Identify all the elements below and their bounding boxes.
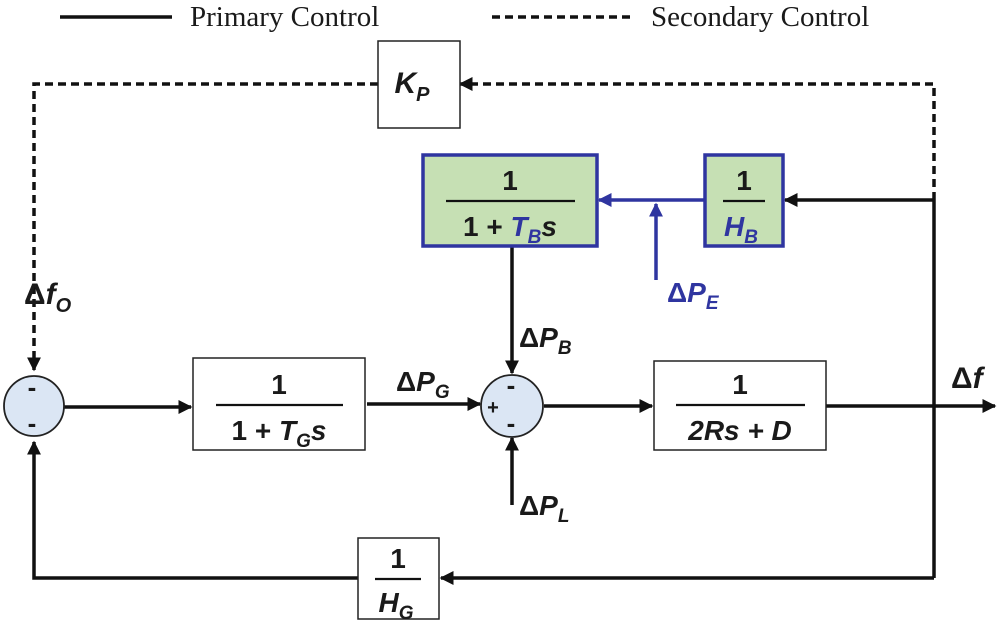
mid-sum-bottom-sign: - [507,408,516,438]
mid-sum-circle [480,374,544,438]
left-summing-junction: - - [3,372,65,438]
governor-numerator: 1 [271,369,287,400]
legend-primary-label: Primary Control [190,1,379,33]
secondary-feedback-line [458,77,936,200]
hb-denominator: HB [724,211,758,248]
hg-numerator: 1 [390,543,406,574]
hg-denominator: HG [378,587,413,624]
forward-path [64,397,997,414]
mid-summing-junction: - + - [480,370,544,438]
governor-block: 1 1 + TGs [192,357,366,452]
secondary-control-path [27,77,936,372]
feedback-paths [27,193,936,585]
left-sum-circle [3,375,65,437]
signal-delta-p-g: ΔPG [396,366,450,403]
hb-numerator: 1 [736,165,752,196]
mid-sum-left-sign: + [487,397,499,419]
system-block: 1 2Rs + D [653,360,827,451]
battery-numerator: 1 [502,165,518,196]
governor-denominator: 1 + TGs [232,415,327,452]
kp-block: KP [377,40,461,129]
signal-delta-f-o: ΔfO [24,278,72,317]
system-denominator: 2Rs + D [687,415,792,446]
legend: Primary Control Secondary Control [60,1,869,33]
signal-delta-p-l: ΔPL [519,490,569,527]
hg-to-left-sum-line [27,440,358,580]
mid-sum-top-sign: - [507,370,516,400]
hg-block: 1 HG [357,537,440,624]
kp-box [377,40,461,129]
secondary-kp-output-line [27,82,378,372]
legend-secondary-label: Secondary Control [651,1,869,33]
system-numerator: 1 [732,369,748,400]
hb-block: 1 HB [703,153,785,248]
battery-block: 1 1 + TBs [421,153,599,248]
signal-delta-f: Δf [951,362,986,395]
kp-label: KP [394,67,430,106]
left-sum-top-sign: - [28,372,37,402]
signal-delta-p-e: ΔPE [667,277,720,314]
hb-box [703,153,785,248]
signal-delta-p-b: ΔPB [519,322,572,359]
left-sum-bottom-sign: - [28,408,37,438]
hg-box [357,537,440,620]
battery-denominator: 1 + TBs [463,211,557,248]
